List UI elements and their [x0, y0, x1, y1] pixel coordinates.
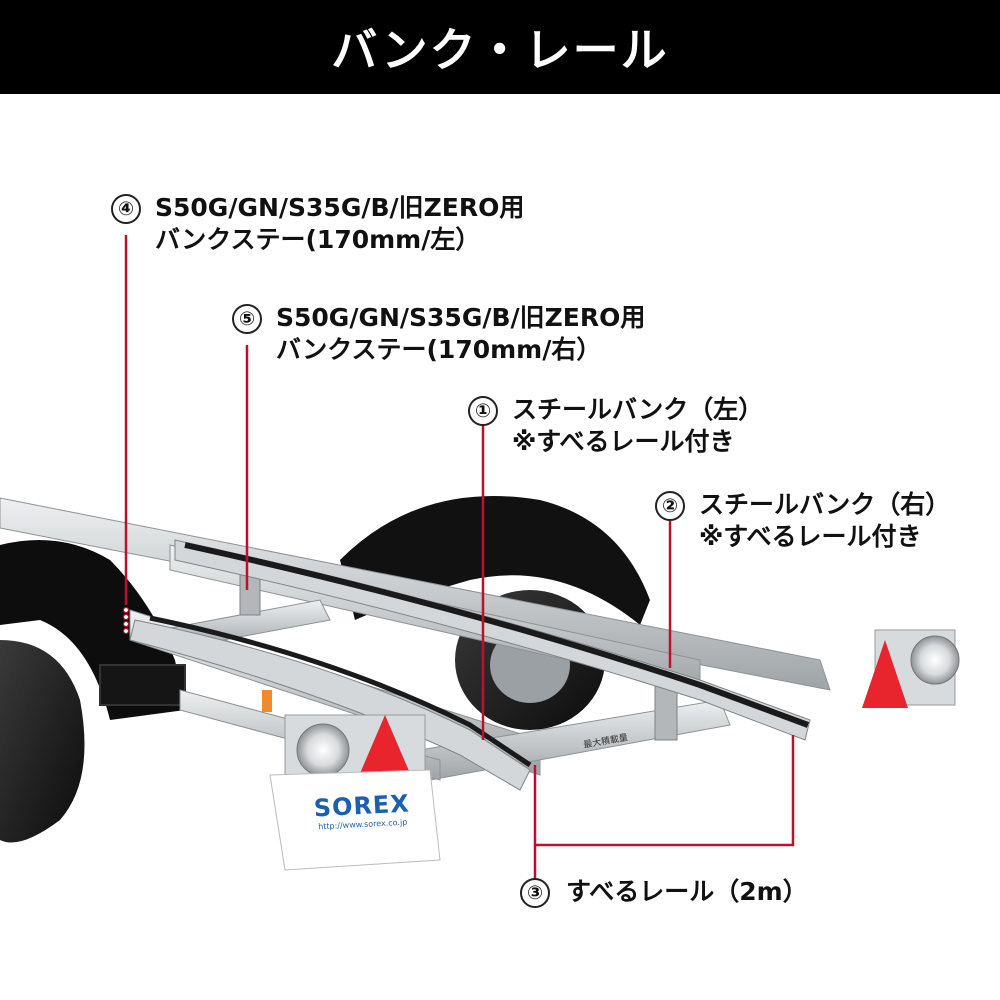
- sign-text: SOREX http://www.sorex.co.jp: [291, 788, 433, 832]
- callout-line: ※すべるレール付き: [512, 427, 735, 456]
- callout-line: スチールバンク（右）: [699, 490, 951, 519]
- callout-line: S50G/GN/S35G/B/旧ZERO用: [276, 303, 646, 332]
- callout-line: すべるレール（2m）: [566, 877, 808, 906]
- front-fender: [0, 540, 186, 843]
- callout-3: ③ すべるレール（2m）: [520, 876, 808, 908]
- page-title: バンク・レール: [331, 23, 669, 77]
- callout-number: ⑤: [232, 304, 262, 334]
- callout-label: S50G/GN/S35G/B/旧ZERO用 バンクステー(170mm/右）: [276, 302, 645, 366]
- leader-line-3: [533, 735, 795, 847]
- callout-number: ④: [111, 194, 141, 224]
- callout-label: S50G/GN/S35G/B/旧ZERO用 バンクステー(170mm/左）: [155, 192, 524, 256]
- callout-line: ※すべるレール付き: [699, 522, 922, 551]
- callout-number: ①: [468, 396, 498, 426]
- sorex-sign: [269, 769, 441, 871]
- tail-light-right: [862, 629, 960, 708]
- leader-lines: [124, 235, 795, 880]
- header-bar: バンク・レール: [0, 0, 1000, 94]
- trailer-illustration: [0, 235, 960, 880]
- callout-4: ④ S50G/GN/S35G/B/旧ZERO用 バンクステー(170mm/左）: [111, 192, 524, 256]
- callout-5: ⑤ S50G/GN/S35G/B/旧ZERO用 バンクステー(170mm/右）: [232, 302, 645, 366]
- steel-bunk-left: [129, 615, 532, 791]
- callout-number: ②: [655, 491, 685, 521]
- callout-2: ② スチールバンク（右） ※すべるレール付き: [655, 489, 950, 553]
- callout-label: スチールバンク（左） ※すべるレール付き: [512, 394, 763, 458]
- callout-number: ③: [520, 878, 550, 908]
- callout-label: すべるレール（2m）: [566, 876, 808, 908]
- callout-line: S50G/GN/S35G/B/旧ZERO用: [155, 193, 525, 222]
- callout-line: バンクステー(170mm/右）: [276, 335, 602, 364]
- callout-1: ① スチールバンク（左） ※すべるレール付き: [468, 394, 763, 458]
- trailer-photo: SOREX http://www.sorex.co.jp 最大積載量 ④ S50…: [0, 94, 1000, 1000]
- callout-line: スチールバンク（左）: [512, 395, 764, 424]
- callout-label: スチールバンク（右） ※すべるレール付き: [699, 489, 950, 553]
- callout-line: バンクステー(170mm/左）: [155, 225, 481, 254]
- steel-bunk-right: [174, 539, 811, 741]
- attachment-dots: [122, 606, 130, 635]
